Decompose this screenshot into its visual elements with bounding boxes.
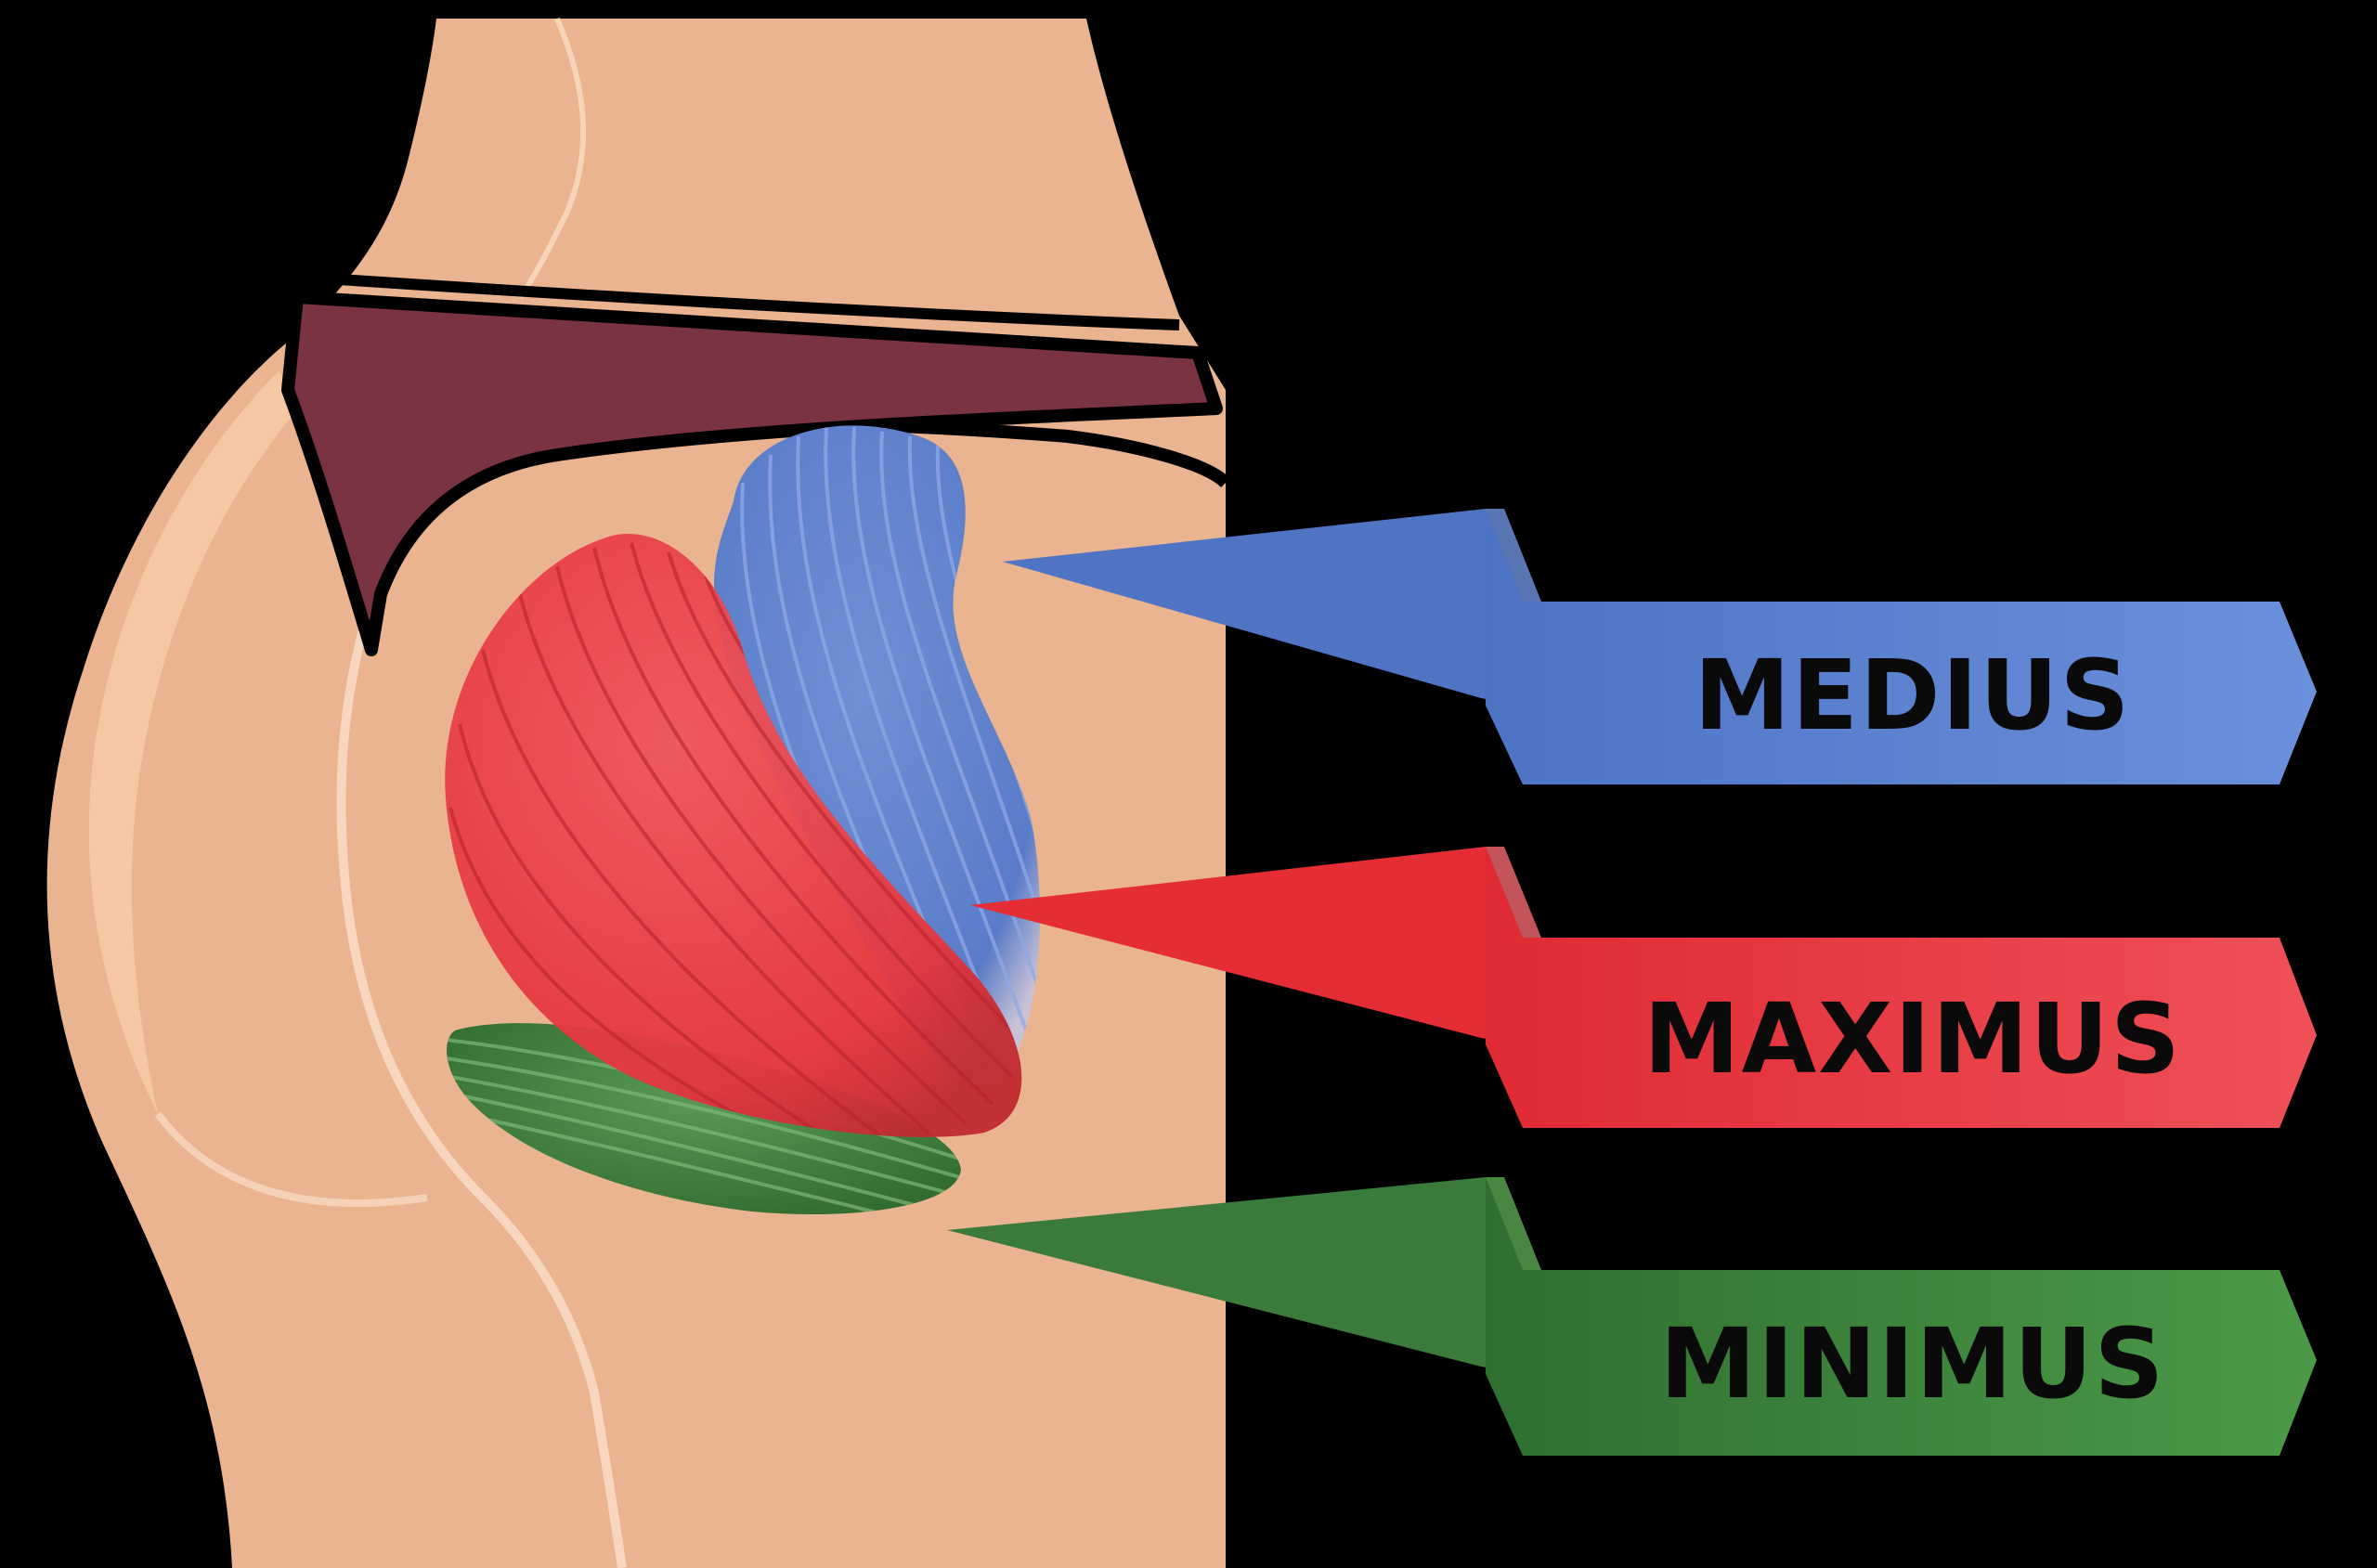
medius-label: MEDIUS bbox=[1695, 639, 2132, 752]
maximus-label: MAXIMUS bbox=[1643, 982, 2182, 1095]
underwear bbox=[281, 273, 1223, 656]
gluteal-fold bbox=[154, 1111, 428, 1207]
minimus-banner bbox=[1486, 1177, 2317, 1456]
hip-highlight bbox=[88, 371, 306, 1114]
buttock-crease bbox=[336, 517, 627, 1568]
medius-label-arrow: MEDIUS bbox=[1003, 509, 2317, 784]
spine-line bbox=[517, 17, 587, 299]
medius-banner bbox=[1486, 509, 2317, 784]
medius-pointer bbox=[1003, 509, 1523, 706]
gluteus-maximus-muscle bbox=[445, 534, 1022, 1137]
underwear-band bbox=[281, 291, 1223, 656]
maximus-banner bbox=[1486, 847, 2317, 1128]
maximus-pointer bbox=[970, 847, 1523, 1044]
waist-line bbox=[324, 273, 1180, 330]
maximus-label-arrow: MAXIMUS bbox=[970, 847, 2317, 1128]
minimus-label: MINIMUS bbox=[1660, 1307, 2166, 1420]
minimus-pointer bbox=[947, 1177, 1523, 1374]
minimus-label-arrow: MINIMUS bbox=[947, 1177, 2317, 1456]
